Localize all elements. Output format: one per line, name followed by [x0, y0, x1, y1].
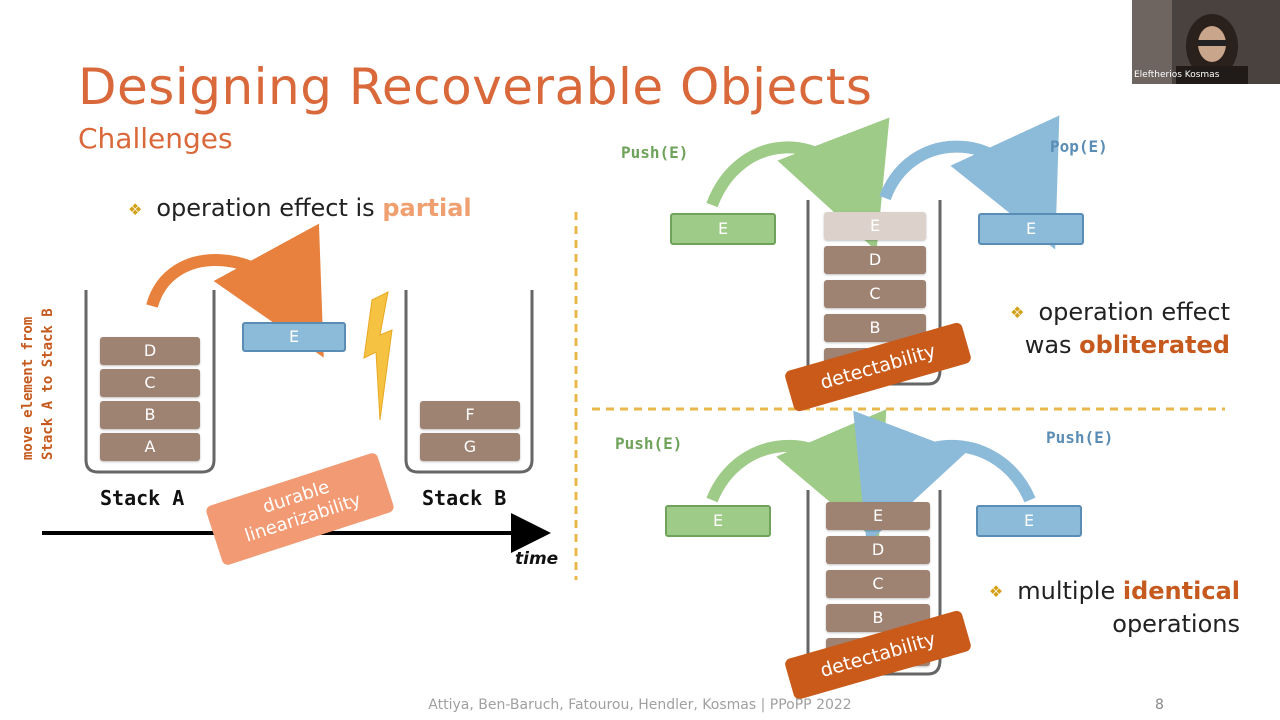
moving-element: E	[242, 322, 346, 352]
participant-name: Eleftherios Kosmas	[1134, 70, 1220, 80]
bottom-left-element: E	[665, 505, 771, 537]
slide-subtitle: Challenges	[78, 122, 233, 155]
top-pop-element: E	[978, 213, 1084, 245]
top-stack-item: D	[824, 246, 926, 274]
top-pop-arrow	[879, 115, 1060, 250]
bottom-right-bullet: ❖multiple identical operations	[988, 577, 1240, 638]
move-element-label: move element from Stack A to Stack B	[20, 308, 56, 460]
bullet-diamond-icon: ❖	[988, 582, 1004, 601]
top-push-arrow	[706, 117, 890, 251]
stack-a-item: A	[100, 433, 200, 461]
stack-a-item: B	[100, 401, 200, 429]
slide-title: Designing Recoverable Objects	[78, 58, 873, 116]
stack-a-container	[84, 290, 216, 474]
top-pop-label: Pop(E)	[1050, 137, 1108, 156]
participant-avatar-icon	[1132, 0, 1280, 84]
participant-video-tile[interactable]: Eleftherios Kosmas	[1132, 0, 1280, 84]
stack-b-item: G	[420, 433, 520, 461]
stack-b-label: Stack B	[422, 486, 507, 510]
bullet-diamond-icon: ❖	[1010, 303, 1025, 322]
bottom-push-arrow-left	[706, 409, 887, 544]
bottom-stack-item: C	[826, 570, 930, 598]
bottom-push-label-right: Push(E)	[1046, 428, 1114, 447]
stack-a-item: C	[100, 369, 200, 397]
top-push-label: Push(E)	[621, 143, 689, 162]
crash-lightning-icon	[363, 291, 393, 421]
slide-footer: Attiya, Ben-Baruch, Fatourou, Hendler, K…	[428, 697, 852, 713]
left-bullet: ❖operation effect is partial	[128, 194, 472, 222]
page-number: 8	[1155, 697, 1164, 713]
move-arrow	[146, 223, 324, 358]
bottom-stack-item: E	[826, 502, 930, 530]
top-right-bullet: ❖operation effect was obliterated	[1010, 298, 1230, 359]
bottom-stack-item: B	[826, 604, 930, 632]
bottom-push-arrow-right	[853, 410, 1036, 545]
time-label: time	[515, 549, 559, 569]
top-push-element: E	[670, 213, 776, 245]
stack-b-container	[404, 290, 534, 474]
bottom-right-element: E	[976, 505, 1082, 537]
stack-a-label: Stack A	[100, 486, 185, 510]
stack-a-item: D	[100, 337, 200, 365]
bottom-stack-item: D	[826, 536, 930, 564]
top-stack-item-ghost: E	[824, 212, 926, 240]
bullet-diamond-icon: ❖	[128, 199, 143, 219]
stack-b-item: F	[420, 401, 520, 429]
bottom-push-label-left: Push(E)	[615, 434, 683, 453]
top-stack-item: C	[824, 280, 926, 308]
